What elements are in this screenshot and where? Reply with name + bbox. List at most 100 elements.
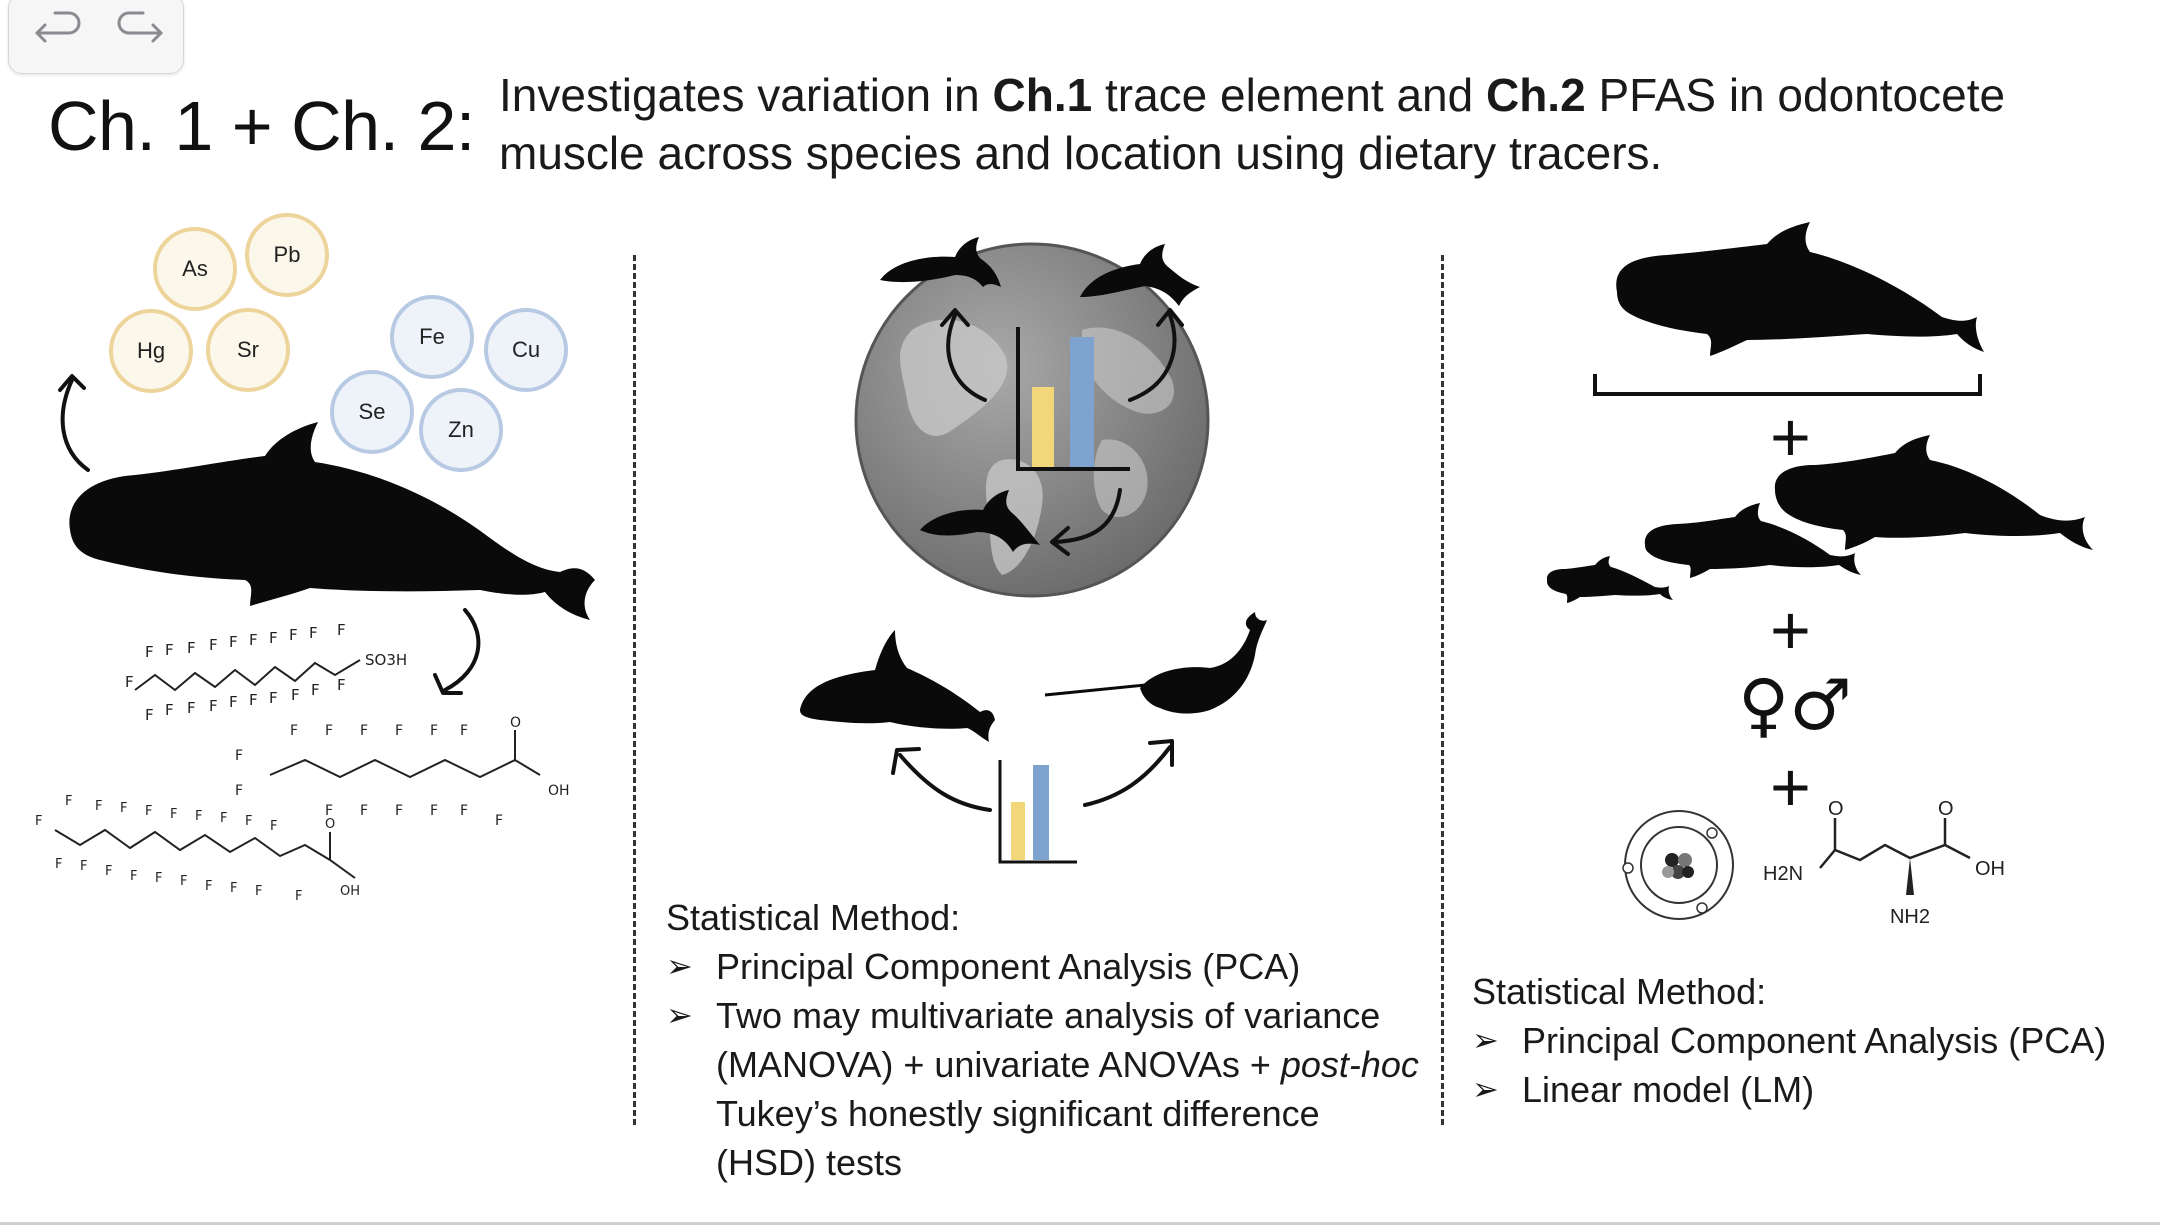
redo-button[interactable] — [109, 7, 169, 57]
plus-3: + — [1770, 748, 1811, 826]
undo-button[interactable] — [29, 7, 89, 57]
svg-text:F: F — [105, 864, 112, 879]
atom-isotope-icon — [1622, 810, 1734, 920]
svg-text:F: F — [229, 693, 238, 711]
whale-family-icon — [1546, 435, 2093, 603]
svg-text:F: F — [80, 859, 87, 874]
middle-method-item-2: ➢ Two may multivariate analysis of varia… — [666, 991, 1426, 1187]
svg-text:F: F — [270, 819, 277, 834]
arrow-bullet-icon: ➢ — [666, 997, 693, 1033]
svg-text:F: F — [325, 803, 333, 819]
arrow-to-orca-icon — [891, 747, 992, 812]
page-subtitle: Investigates variation in Ch.1 trace ele… — [499, 66, 2139, 182]
pilot-whale-large-icon — [1616, 222, 1984, 356]
svg-text:F: F — [145, 706, 154, 724]
undo-redo-toolbar — [8, 0, 184, 74]
svg-text:F: F — [205, 879, 212, 894]
divider-left — [633, 255, 636, 1125]
svg-text:F: F — [249, 691, 258, 709]
acid-label-1: OH — [548, 783, 570, 799]
right-method-item-2-text: Linear model (LM) — [1522, 1069, 1815, 1110]
right-method-item-1-text: Principal Component Analysis (PCA) — [1522, 1020, 2107, 1061]
svg-text:F: F — [209, 636, 218, 654]
bar-blue-small — [1033, 765, 1049, 860]
svg-text:F: F — [130, 869, 137, 884]
svg-text:F: F — [337, 676, 346, 694]
undo-arrow-icon — [35, 11, 81, 43]
arrow-bullet-icon: ➢ — [1472, 1022, 1499, 1058]
svg-text:F: F — [229, 633, 238, 651]
svg-text:F: F — [220, 811, 227, 826]
right-method-title: Statistical Method: — [1472, 971, 1767, 1012]
arrow-bullet-icon: ➢ — [666, 948, 693, 984]
element-se: Se — [330, 370, 414, 454]
nh2-label: NH2 — [1890, 906, 1930, 928]
plus-1: + — [1770, 398, 1811, 476]
element-fe: Fe — [390, 295, 474, 379]
svg-text:F: F — [35, 814, 42, 829]
svg-text:F: F — [295, 889, 302, 904]
svg-text:F: F — [209, 697, 218, 715]
dolphin-icon-2 — [1080, 244, 1200, 306]
svg-text:F: F — [155, 871, 162, 886]
element-as: As — [153, 227, 237, 311]
svg-text:F: F — [269, 689, 278, 707]
right-method-block: Statistical Method: ➢ Principal Componen… — [1472, 967, 2142, 1114]
svg-text:F: F — [170, 807, 177, 822]
svg-text:F: F — [460, 803, 468, 819]
element-sr: Sr — [206, 308, 290, 392]
svg-text:F: F — [145, 804, 152, 819]
subtitle-ch2: Ch.2 — [1485, 69, 1586, 121]
svg-text:F: F — [180, 874, 187, 889]
sulfonic-label: SO3H — [365, 651, 407, 669]
subtitle-ch1: Ch.1 — [992, 69, 1093, 121]
orca-icon — [800, 630, 995, 742]
dolphin-icon-3 — [920, 490, 1040, 552]
svg-text:F: F — [195, 809, 202, 824]
svg-text:F: F — [360, 723, 368, 739]
svg-text:F: F — [187, 699, 196, 717]
amino-acid-molecule-icon: H2N O O OH NH2 — [1763, 798, 2005, 928]
bar-yellow-globe — [1032, 387, 1054, 467]
svg-text:F: F — [65, 794, 72, 809]
svg-text:F: F — [95, 799, 102, 814]
middle-method-item-1: ➢ Principal Component Analysis (PCA) — [666, 942, 1426, 991]
curved-arrow-bottom-icon — [1050, 488, 1122, 556]
curved-arrow-right-icon — [1128, 308, 1184, 402]
svg-text:O: O — [510, 715, 521, 731]
svg-text:F: F — [430, 723, 438, 739]
o-label-2: O — [1938, 798, 1954, 820]
middle-method-title: Statistical Method: — [666, 897, 961, 938]
plus-2: + — [1770, 591, 1811, 669]
redo-arrow-icon — [117, 11, 163, 43]
svg-text:F: F — [165, 641, 174, 659]
sex-symbols: ♀♂ — [1738, 664, 1853, 746]
acid-label-2: OH — [340, 884, 360, 899]
svg-text:F: F — [430, 803, 438, 819]
svg-text:F: F — [120, 801, 127, 816]
middle-method-block: Statistical Method: ➢ Principal Componen… — [666, 893, 1426, 1187]
svg-text:F: F — [291, 686, 300, 704]
svg-text:F: F — [145, 643, 154, 661]
page-title: Ch. 1 + Ch. 2: — [48, 87, 475, 165]
svg-text:F: F — [325, 723, 333, 739]
svg-text:F: F — [495, 813, 503, 829]
middle-method-item-2-text-b: Tukey’s honestly significant difference … — [716, 1093, 1320, 1183]
svg-text:F: F — [230, 881, 237, 896]
svg-text:F: F — [289, 626, 298, 644]
subtitle-text-1: Investigates variation in — [499, 69, 993, 121]
element-zn: Zn — [419, 388, 503, 472]
svg-text:F: F — [360, 803, 368, 819]
oh-label: OH — [1975, 858, 2005, 880]
bar-chart-icon-globe — [1016, 327, 1130, 471]
middle-method-item-1-text: Principal Component Analysis (PCA) — [716, 946, 1301, 987]
o-label-1: O — [1828, 798, 1844, 820]
svg-text:F: F — [460, 723, 468, 739]
bar-blue-globe — [1070, 337, 1094, 467]
element-cu: Cu — [484, 308, 568, 392]
right-method-item-1: ➢ Principal Component Analysis (PCA) — [1472, 1016, 2142, 1065]
divider-right — [1441, 255, 1444, 1125]
